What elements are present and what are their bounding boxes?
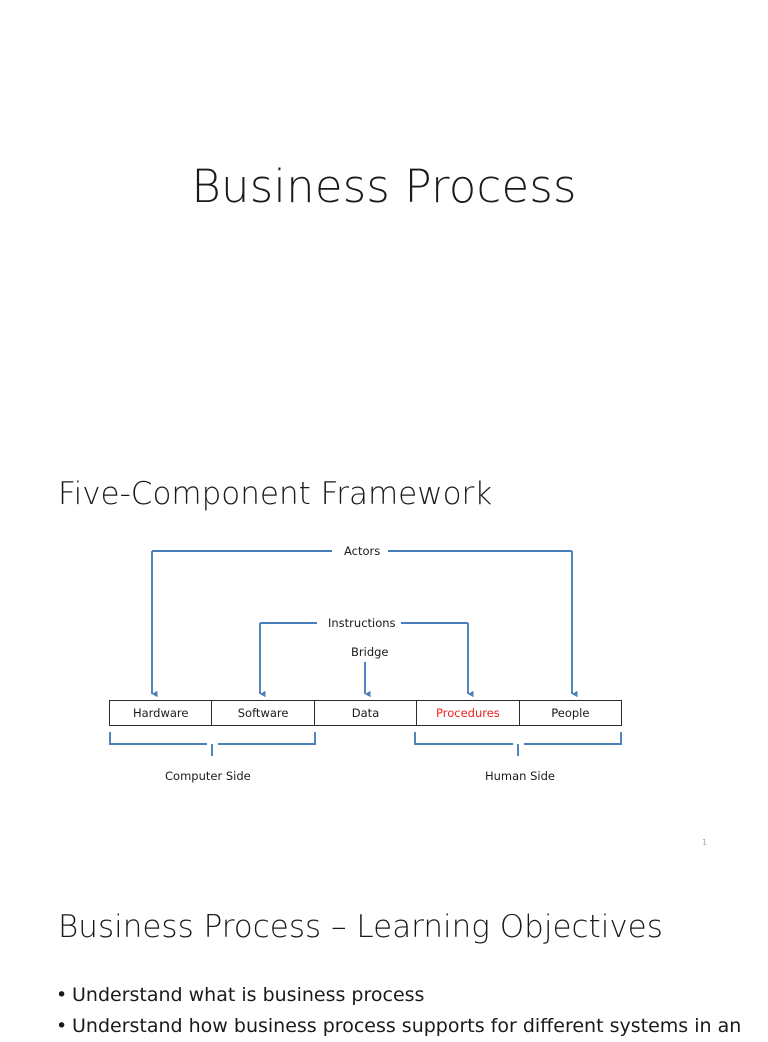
list-item-label: Understand how business process supports… [72,1015,742,1037]
component-box-data: Data [314,701,418,725]
slide-number: 1 [702,838,708,847]
human-side-brace-left [414,732,513,745]
list-item: •Understand how business process support… [56,1011,756,1042]
bullet-marker-icon: • [56,1015,68,1037]
bullet-marker-icon: • [56,984,68,1006]
component-box-software: Software [212,701,315,725]
connector-label-instructions: Instructions [323,616,401,630]
list-item-label: Understand what is business process [72,984,425,1006]
group-label-human-side: Human Side [485,769,555,783]
computer-side-brace-left [109,732,207,745]
list-item: •Understand what is business process [56,980,756,1011]
group-label-computer-side: Computer Side [165,769,251,783]
connector-label-actors: Actors [339,544,386,558]
section-heading-learning-objectives: Business Process – Learning Objectives [58,909,663,945]
learning-objectives-list: •Understand what is business process •Un… [56,980,756,1042]
section-heading-framework: Five-Component Framework [58,476,493,512]
page-title: Business Process [191,160,577,213]
component-box-people: People [519,701,622,725]
five-component-box-row: Hardware Software Data Procedures People [109,700,622,726]
component-box-hardware: Hardware [110,701,213,725]
component-box-procedures: Procedures [417,701,520,725]
computer-side-brace-right [218,732,316,745]
human-side-brace-right [524,732,622,745]
connector-label-bridge: Bridge [346,645,394,659]
